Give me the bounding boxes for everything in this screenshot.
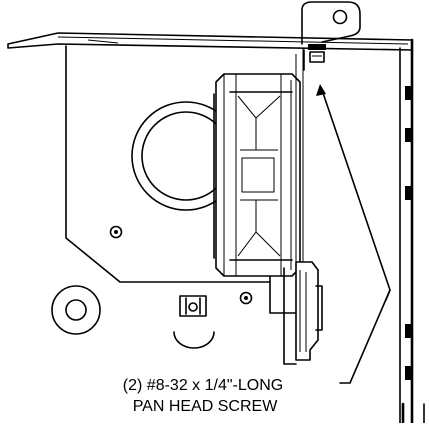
hole-icon bbox=[109, 225, 123, 239]
tab-hole-icon bbox=[332, 9, 348, 25]
side-wall bbox=[399, 38, 425, 425]
callout-line-1: (2) #8-32 x 1/4"-LONG bbox=[123, 377, 283, 394]
lower-bracket bbox=[283, 261, 323, 365]
fan-housing bbox=[213, 48, 304, 286]
bottom-tab bbox=[173, 295, 215, 349]
screw-icon bbox=[303, 44, 326, 71]
grommet bbox=[51, 285, 101, 335]
callout-line-2: PAN HEAD SCREW bbox=[133, 398, 279, 415]
tab-hole-icon bbox=[188, 302, 198, 312]
leader-lines bbox=[316, 84, 391, 384]
bracket-holes bbox=[109, 225, 253, 305]
mounting-tab bbox=[301, 1, 361, 45]
hole-icon bbox=[239, 291, 253, 305]
